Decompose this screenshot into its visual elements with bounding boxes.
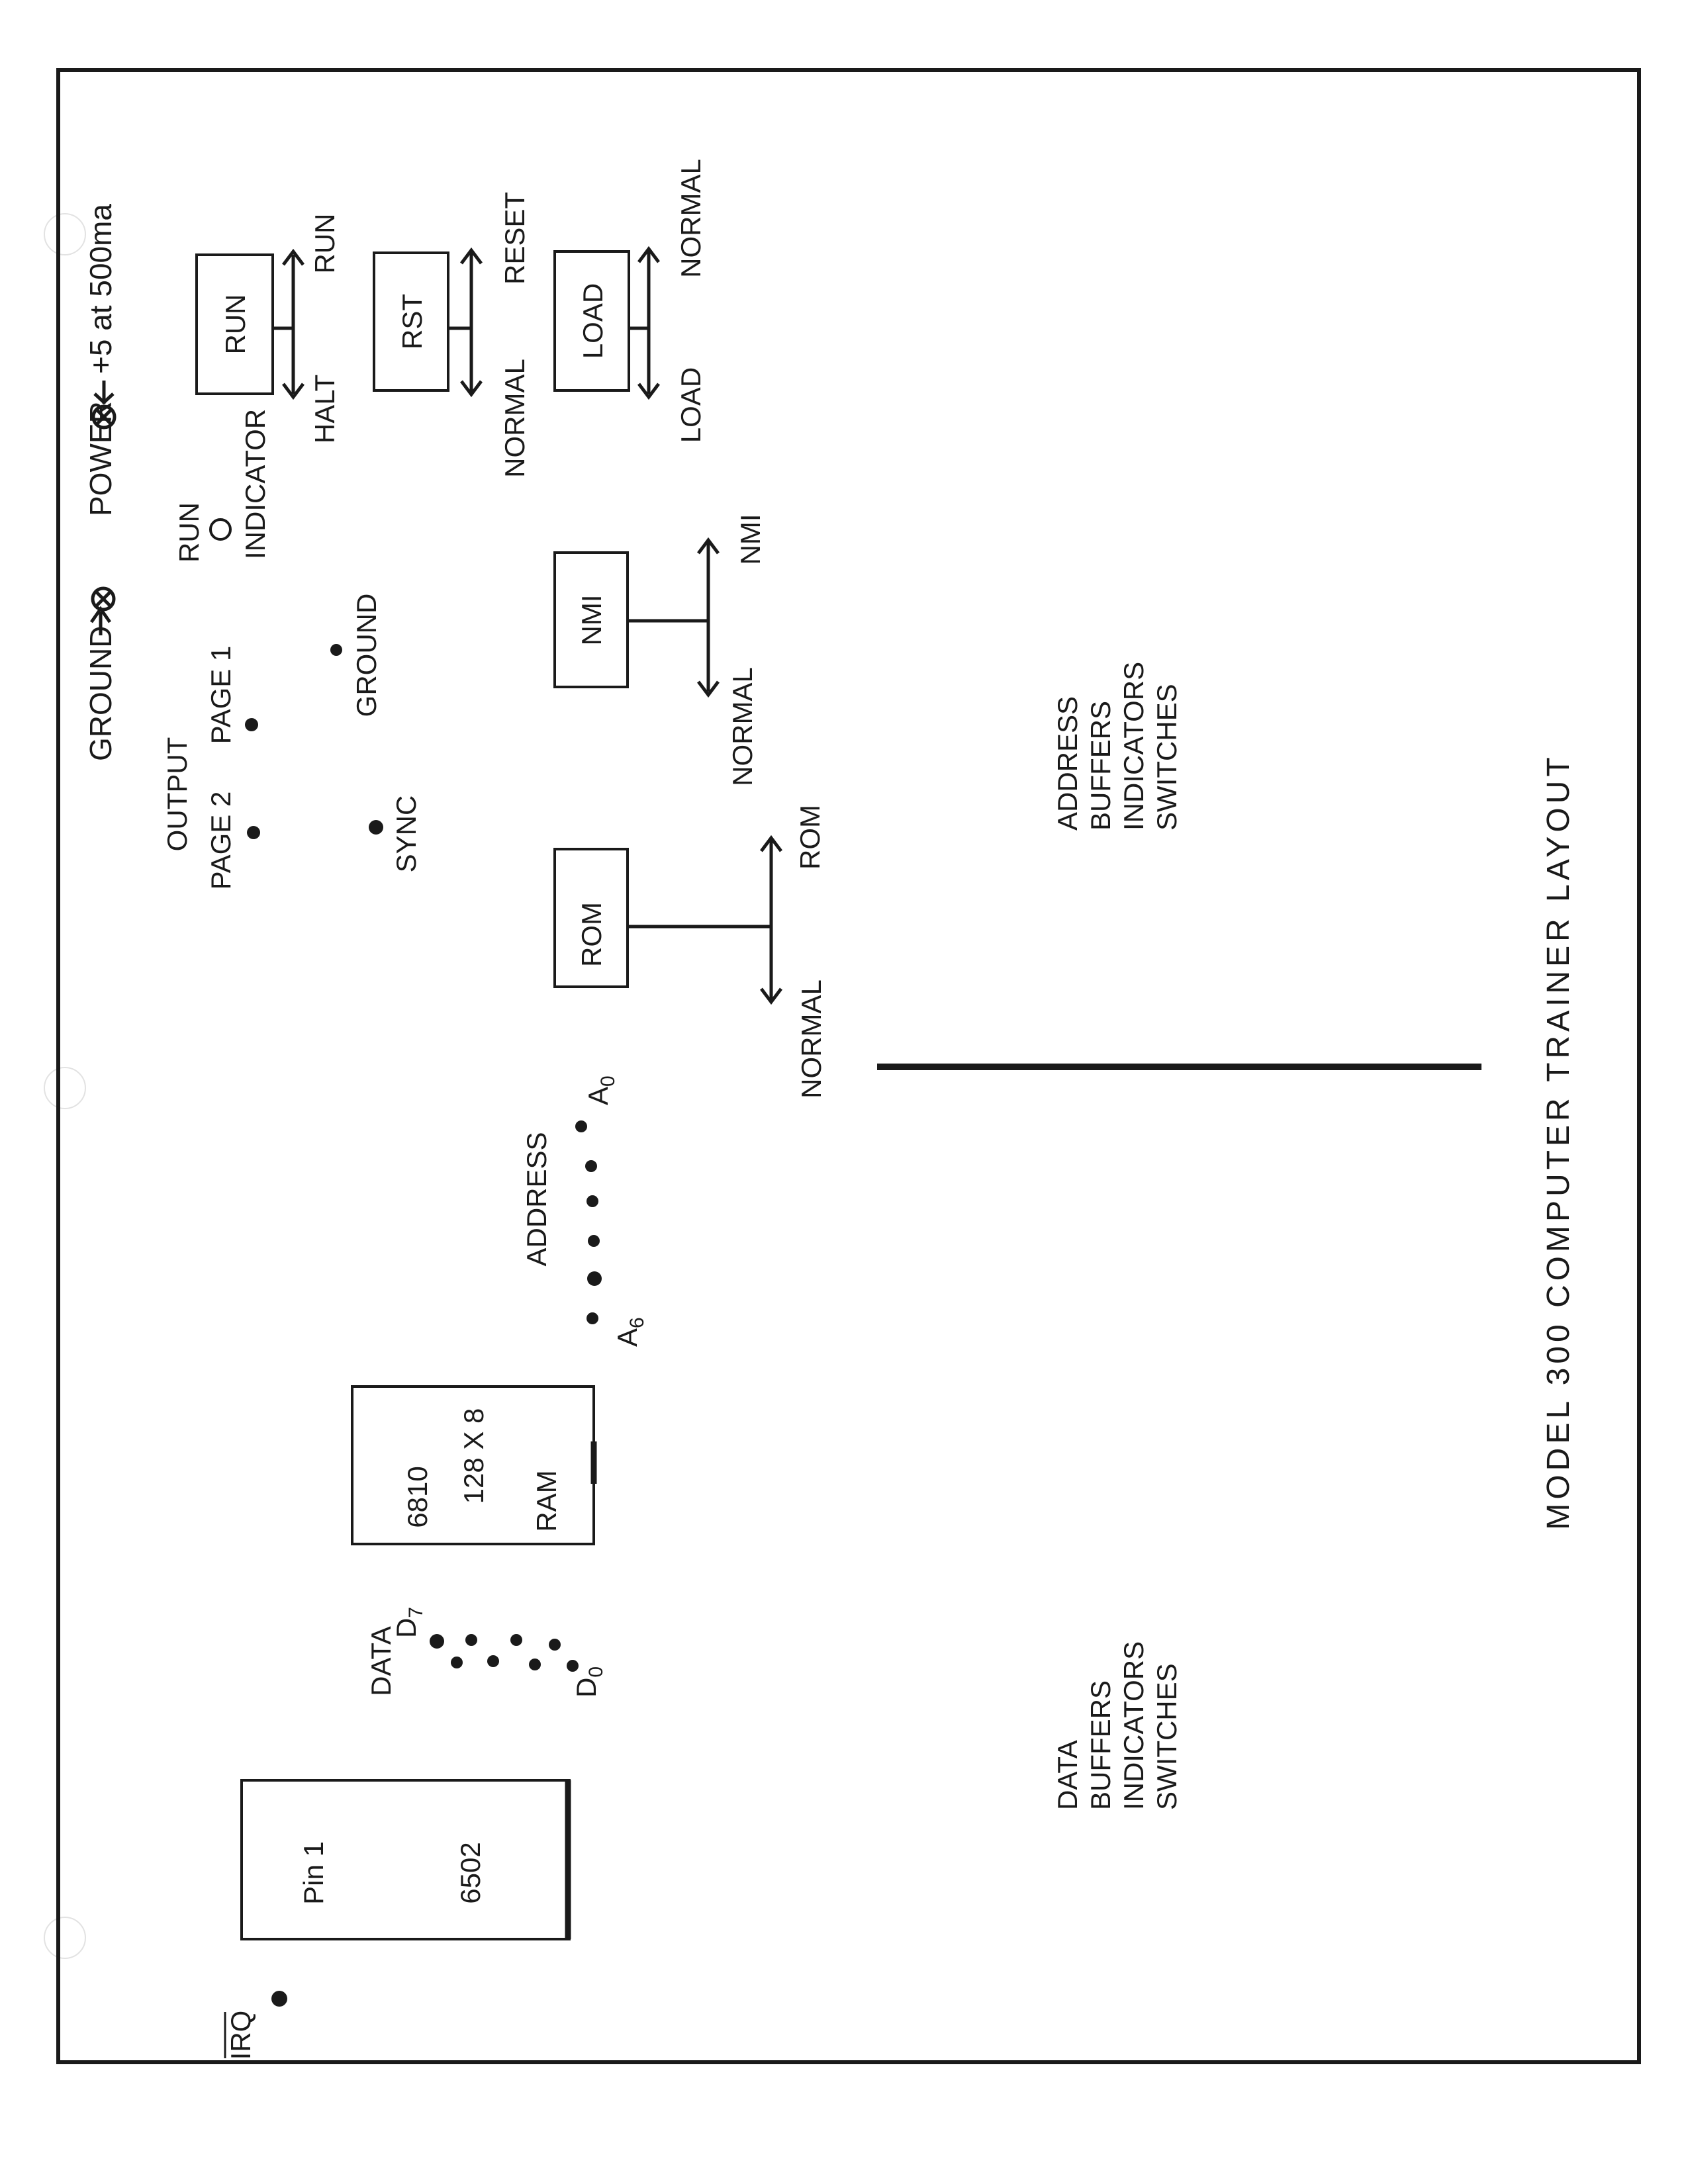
- data-block-line: SWITCHES: [1151, 1663, 1182, 1810]
- address-block: ADDRESS BUFFERS INDICATORS SWITCHES: [1052, 662, 1182, 831]
- address-label: ADDRESS: [521, 1132, 552, 1266]
- page-title: MODEL 300 COMPUTER TRAINER LAYOUT: [1541, 753, 1576, 1529]
- page1-jack: [245, 718, 258, 731]
- ground-jack: [330, 644, 342, 656]
- rst-switch-label: RST: [397, 294, 428, 349]
- load-switch-up-label: NORMAL: [675, 159, 706, 278]
- data-low-bit-label: D0: [571, 1666, 607, 1698]
- data-jack: [510, 1634, 522, 1646]
- power-terminal: POWER +5 at 500ma: [83, 204, 118, 516]
- load-switch-down-label: LOAD: [675, 367, 706, 443]
- data-jack: [549, 1639, 561, 1651]
- irq-label: IRQ: [225, 2011, 256, 2060]
- rom-switch-label: ROM: [576, 902, 607, 967]
- nmi-switch-label: NMI: [576, 595, 607, 646]
- address-jack: [585, 1160, 597, 1172]
- address-jack: [586, 1195, 598, 1207]
- punch-hole-middle: [44, 1067, 86, 1109]
- ground-jack-label: GROUND: [351, 594, 382, 717]
- run-switch-box: [195, 253, 274, 395]
- address-block-line: INDICATORS: [1118, 662, 1149, 831]
- power-terminal-icon: [91, 404, 117, 430]
- cpu-chip: Pin 1 6502: [240, 1779, 571, 1940]
- address-jack: [588, 1235, 600, 1247]
- address-block-line: BUFFERS: [1085, 701, 1116, 831]
- output-label: OUTPUT: [162, 737, 193, 852]
- data-jack: [430, 1634, 444, 1649]
- nmi-switch-up-label: NMI: [735, 514, 766, 565]
- punch-hole-bottom: [44, 1917, 86, 1959]
- data-high-bit-label: D7: [391, 1607, 427, 1638]
- rom-switch-box: [553, 848, 629, 988]
- load-switch: LOAD NORMAL LOAD: [553, 159, 706, 443]
- address-jack: [586, 1312, 598, 1324]
- nmi-switch: NMI NMI NORMAL: [553, 514, 766, 786]
- data-label: DATA: [365, 1626, 397, 1696]
- layout-frame: [56, 68, 1641, 2064]
- load-switch-box: [553, 250, 630, 392]
- rst-switch-box: [373, 251, 449, 392]
- run-switch: RUN RUN HALT: [195, 214, 340, 443]
- ram-chip-type: RAM: [531, 1470, 562, 1531]
- power-supply-spec: +5 at 500ma: [83, 204, 118, 374]
- sync-jack: [369, 820, 383, 835]
- sync-jack-label: SYNC: [391, 796, 422, 873]
- run-indicator-lamp: [209, 518, 232, 541]
- data-block-line: BUFFERS: [1085, 1680, 1116, 1810]
- ram-chip-size: 128 X 8: [458, 1408, 489, 1504]
- address-block-line: SWITCHES: [1151, 684, 1182, 831]
- data-jack: [567, 1660, 579, 1672]
- ground-terminal-label: GROUND: [83, 626, 118, 761]
- address-high-bit-label: A6: [612, 1317, 648, 1347]
- rom-switch-down-label: NORMAL: [796, 979, 827, 1099]
- data-jack: [487, 1655, 499, 1667]
- data-block-line: INDICATORS: [1118, 1641, 1149, 1810]
- run-switch-down-label: HALT: [309, 375, 340, 443]
- address-jack: [575, 1120, 587, 1132]
- data-block: DATA BUFFERS INDICATORS SWITCHES: [1052, 1641, 1182, 1810]
- run-indicator-caption: INDICATOR: [240, 409, 271, 559]
- run-switch-up-label: RUN: [309, 214, 340, 274]
- ground-terminal-icon: [91, 586, 116, 612]
- page2-jack: [247, 826, 260, 839]
- run-indicator-label: RUN: [173, 502, 205, 563]
- run-switch-label: RUN: [220, 295, 251, 355]
- punch-hole-top: [44, 213, 86, 255]
- rst-switch-up-label: RESET: [499, 192, 530, 285]
- rom-switch-up-label: ROM: [794, 805, 825, 870]
- address-low-bit-label: A0: [583, 1075, 619, 1105]
- rst-switch-down-label: NORMAL: [499, 359, 530, 478]
- address-jack: [587, 1271, 602, 1286]
- cpu-pin1-label: Pin 1: [298, 1841, 329, 1905]
- irq-jack: IRQ: [224, 1991, 287, 2060]
- nmi-switch-down-label: NORMAL: [727, 667, 758, 786]
- address-jacks: ADDRESS A0 A6: [521, 1075, 648, 1347]
- data-jacks: DATA D7 D0: [365, 1607, 607, 1698]
- output-page1-label: PAGE 1: [205, 646, 236, 745]
- data-block-line: DATA: [1052, 1740, 1083, 1810]
- ground-terminal: GROUND: [83, 586, 118, 761]
- address-block-line: ADDRESS: [1052, 696, 1083, 831]
- data-jack: [465, 1634, 477, 1646]
- cpu-chip-outline: [240, 1779, 571, 1940]
- ram-chip: 6810 128 X 8 RAM: [351, 1385, 597, 1545]
- output-page2-label: PAGE 2: [205, 792, 236, 890]
- output-jacks: OUTPUT PAGE 1 PAGE 2 GROUND SYNC: [162, 594, 422, 890]
- cpu-chip-label: 6502: [455, 1842, 486, 1903]
- irq-jack-dot: [271, 1991, 287, 2007]
- rom-switch: ROM ROM NORMAL: [553, 805, 827, 1099]
- data-jack: [451, 1657, 463, 1668]
- ram-chip-part: 6810: [402, 1466, 433, 1527]
- run-indicator: RUN INDICATOR: [173, 409, 271, 563]
- load-switch-label: LOAD: [577, 283, 608, 359]
- rst-switch: RST RESET NORMAL: [373, 192, 530, 478]
- data-jack: [529, 1659, 541, 1670]
